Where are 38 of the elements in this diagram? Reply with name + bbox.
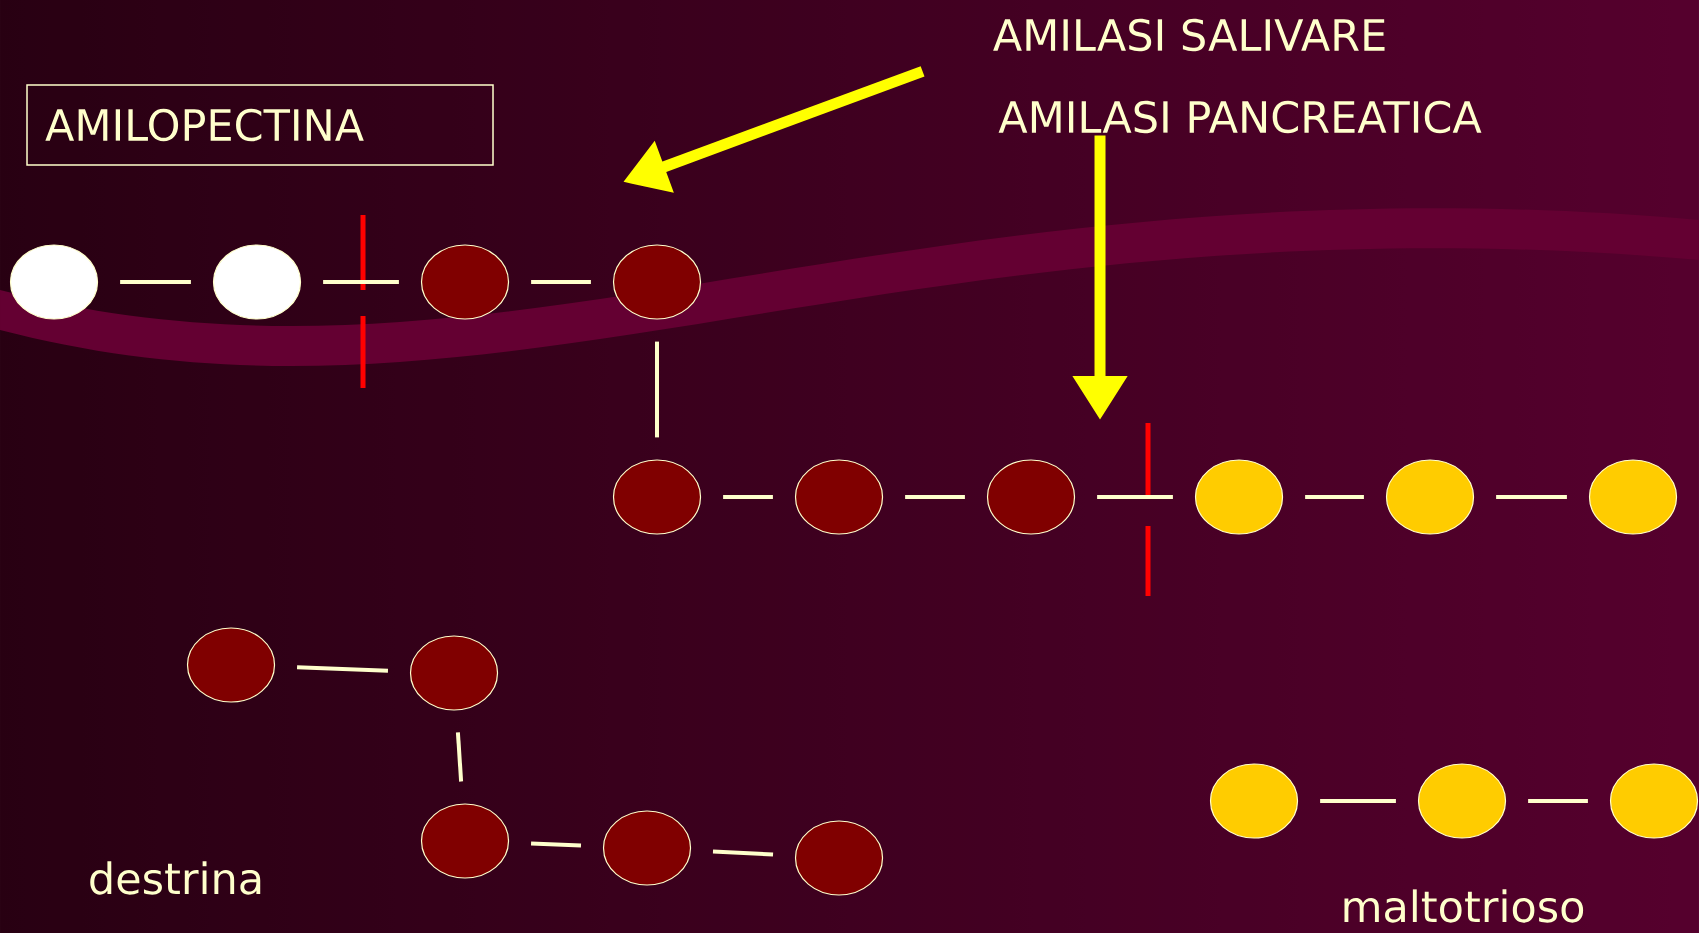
glucose-unit [1194,459,1284,535]
glycosidic-bond [1320,799,1396,803]
glucose-unit [186,627,276,703]
glucose-unit [1417,763,1507,839]
glucose-unit [1385,459,1475,535]
glycosidic-bond [530,841,582,848]
glucose-unit [1588,459,1678,535]
glucose-unit [420,244,510,320]
glucose-unit [409,635,499,711]
glycosidic-bond [723,495,773,499]
glycosidic-bond [1528,799,1588,803]
glycosidic-bond [655,341,659,438]
glycosidic-bond [323,280,399,284]
glycosidic-bond [712,849,774,857]
glycosidic-bond [1097,495,1173,499]
glycosidic-bond [531,280,591,284]
glucose-unit [794,459,884,535]
glucose-unit [602,810,692,886]
glucose-unit [212,244,302,320]
glucose-unit [9,244,99,320]
glycosidic-bond [120,280,191,284]
product-label: destrina [90,861,261,895]
glucose-unit [986,459,1076,535]
glucose-unit [1609,763,1699,839]
glycosidic-bond [297,665,389,673]
enzyme-label: AMILASI SALIVARE [993,18,1385,52]
glycosidic-bond [1496,495,1567,499]
title-box: AMILOPECTINA [26,84,494,166]
glucose-unit [420,803,510,879]
product-label: maltotrioso [1344,889,1584,923]
glycosidic-bond [1305,495,1364,499]
glucose-unit [1209,763,1299,839]
glycosidic-bond [905,495,965,499]
glucose-unit [612,459,702,535]
glucose-unit [794,820,884,896]
enzyme-label: AMILASI PANCREATICA [998,100,1482,134]
glucose-unit [612,244,702,320]
glycosidic-bond [455,732,464,782]
